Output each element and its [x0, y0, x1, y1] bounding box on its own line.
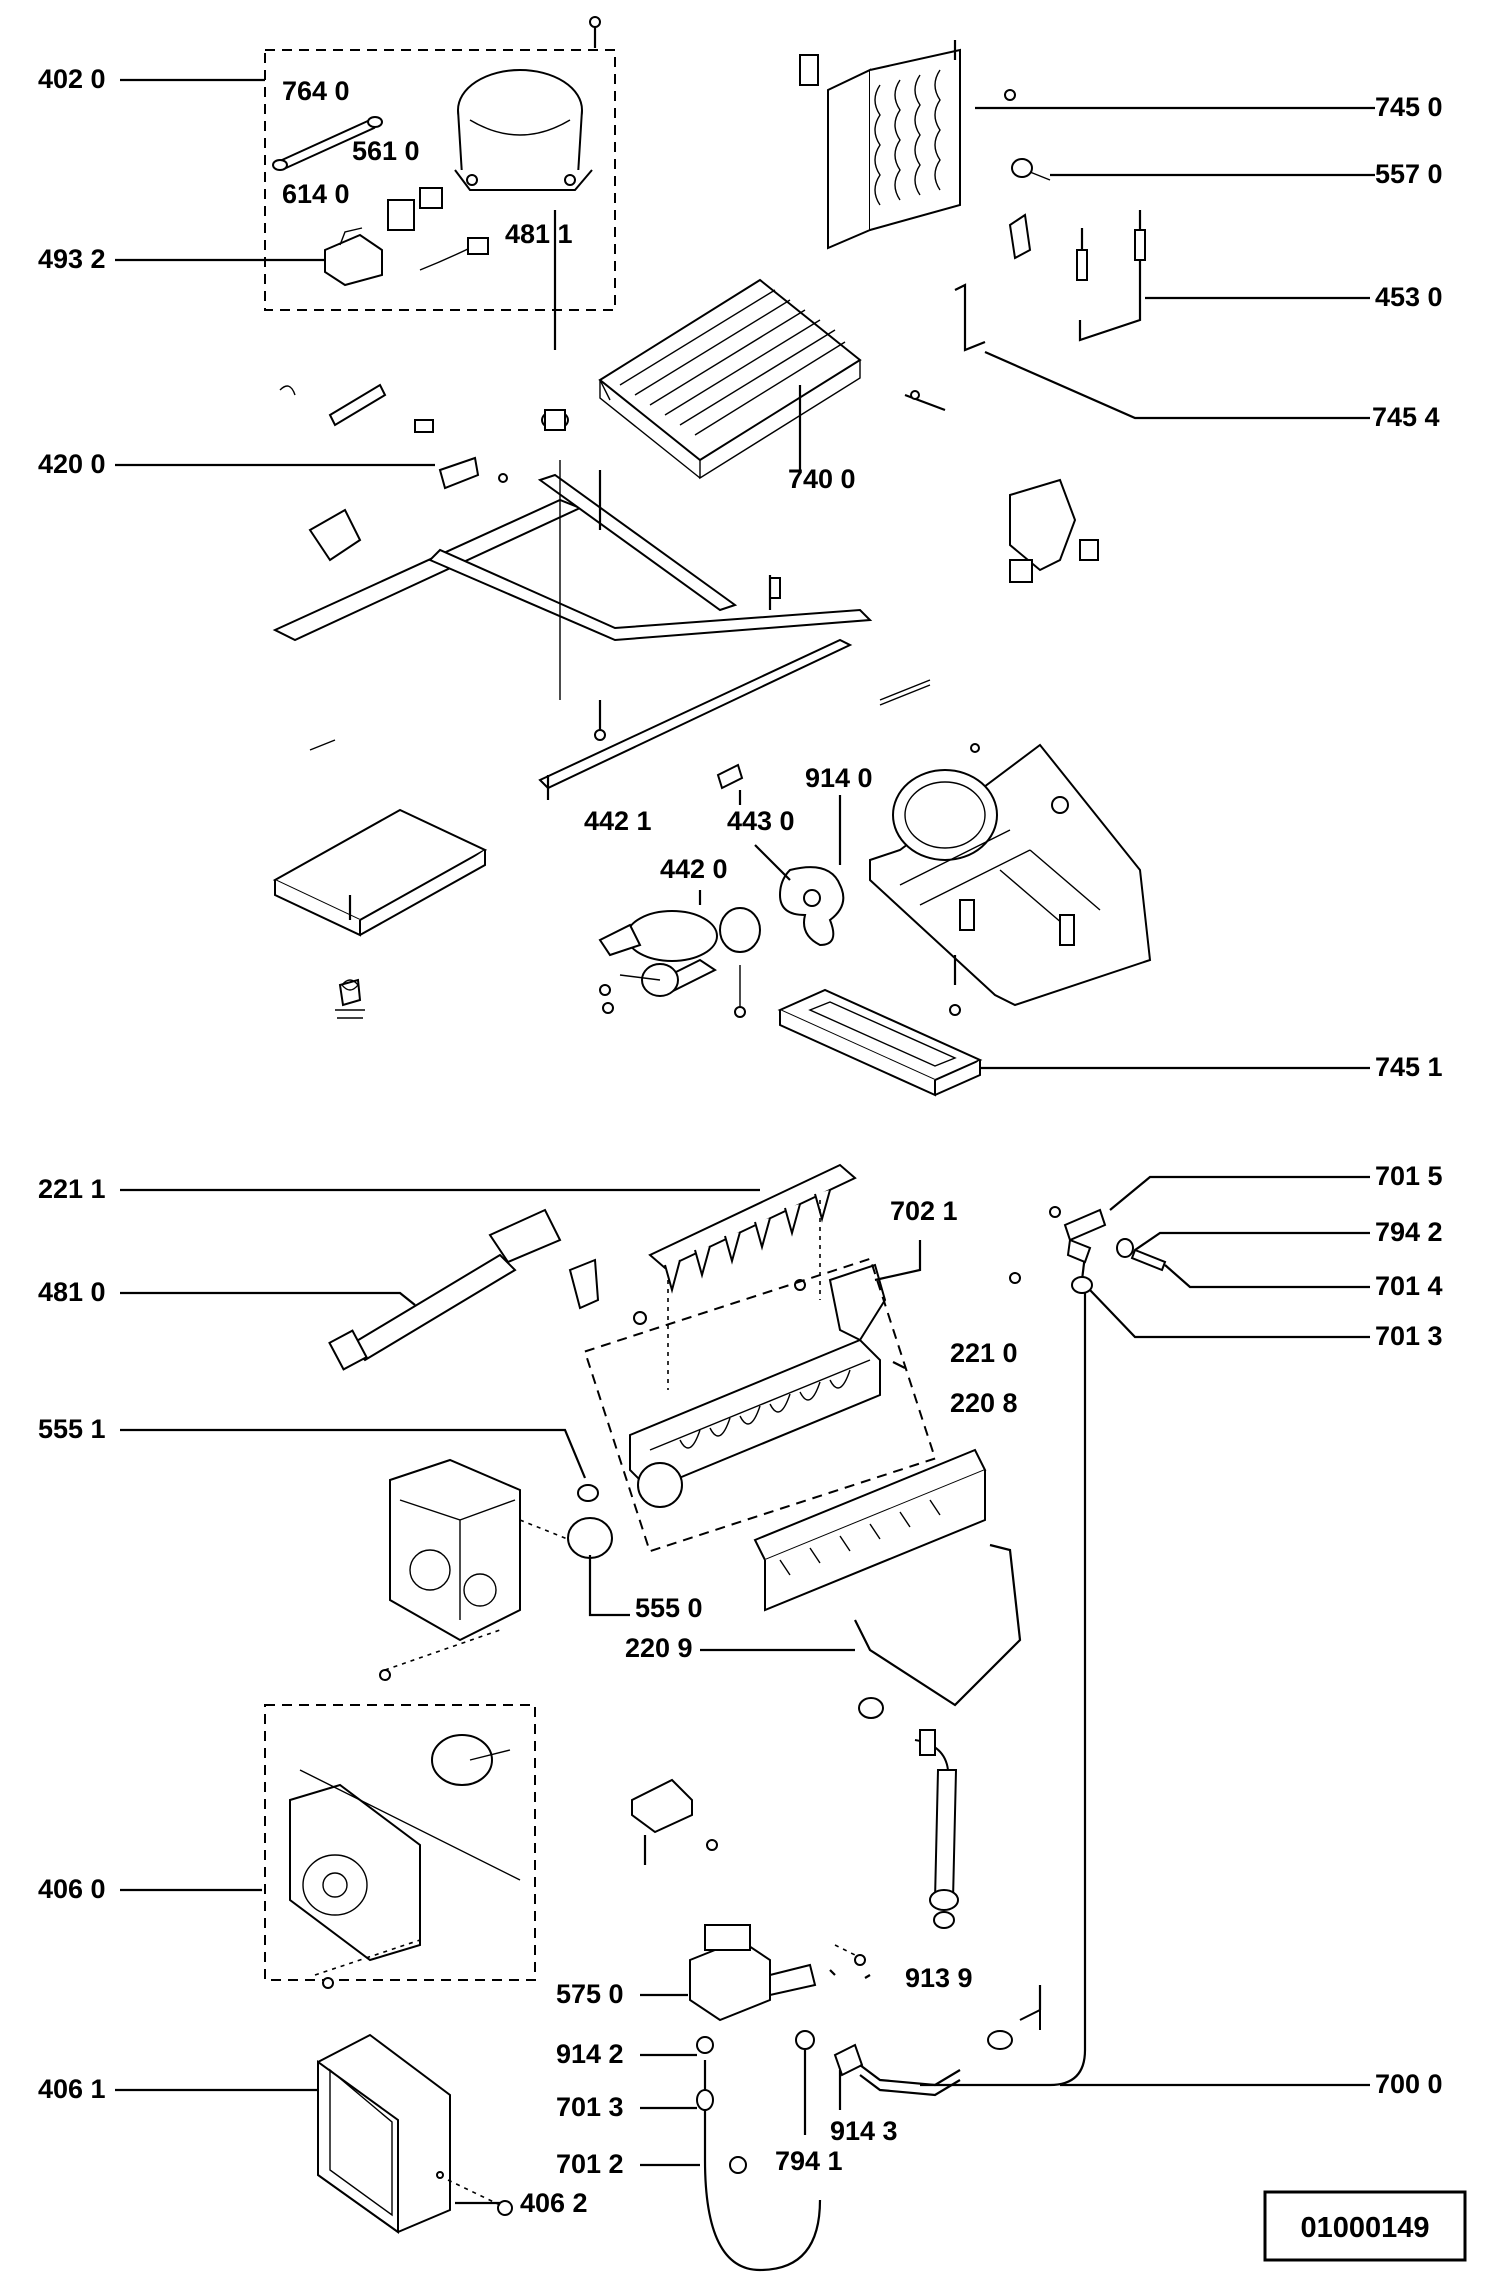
- callout-4061: 406 1: [38, 2074, 106, 2104]
- valve-clip: [631, 1778, 718, 1865]
- module-cover: [317, 2033, 513, 2234]
- callout-4810: 481 0: [38, 1277, 106, 1307]
- callout-2211: 221 1: [38, 1174, 106, 1204]
- callout-9140: 914 0: [805, 763, 873, 793]
- water-valve-assembly: [689, 1206, 1167, 2272]
- callout-7015: 701 5: [1375, 1161, 1443, 1191]
- control-module-box: [264, 1704, 536, 1989]
- compressor-kit: [264, 16, 616, 431]
- callout-4062: 406 2: [520, 2188, 588, 2218]
- evaporator-coil: [598, 278, 862, 480]
- callout-7021: 702 1: [890, 1196, 958, 1226]
- leader-lines: [115, 78, 1375, 2205]
- callout-5551: 555 1: [38, 1414, 106, 1444]
- callout-2208: 220 8: [950, 1388, 1018, 1418]
- callout-9142: 914 2: [556, 2039, 624, 2069]
- callout-4060: 406 0: [38, 1874, 106, 1904]
- ice-maker-assembly: [328, 1163, 1022, 1707]
- callout-2209: 220 9: [625, 1633, 693, 1663]
- callout-7014: 701 4: [1375, 1271, 1443, 1301]
- callout-4200: 420 0: [38, 449, 106, 479]
- callout-labels: 402 0 764 0 561 0 614 0 481 1 493 2 745 …: [38, 64, 1443, 2218]
- callout-4932: 493 2: [38, 244, 106, 274]
- callout-7013a: 701 3: [1375, 1321, 1443, 1351]
- callout-7451: 745 1: [1375, 1052, 1443, 1082]
- callout-5550: 555 0: [635, 1593, 703, 1623]
- callout-5750: 575 0: [556, 1979, 624, 2009]
- callout-9143: 914 3: [830, 2116, 898, 2146]
- callout-7012: 701 2: [556, 2149, 624, 2179]
- callout-4430: 443 0: [727, 806, 795, 836]
- condenser-coil: [799, 40, 1146, 412]
- fan-motor-assembly: [598, 743, 1152, 1018]
- callout-2210: 221 0: [950, 1338, 1018, 1368]
- cover-plate: [272, 808, 488, 1019]
- callout-6140: 614 0: [282, 179, 350, 209]
- callout-7942: 794 2: [1375, 1217, 1443, 1247]
- callout-4020: 402 0: [38, 64, 106, 94]
- callout-4530: 453 0: [1375, 282, 1443, 312]
- callout-9139: 913 9: [905, 1963, 973, 1993]
- diagram-reference-box: 01000149: [1263, 2190, 1467, 2262]
- callout-4811: 481 1: [505, 219, 573, 249]
- callout-7450: 745 0: [1375, 92, 1443, 122]
- callout-7000: 700 0: [1375, 2069, 1443, 2099]
- diagram-reference-number: 01000149: [1300, 2212, 1429, 2244]
- callout-7640: 764 0: [282, 76, 350, 106]
- callout-5610: 561 0: [352, 136, 420, 166]
- callout-7013b: 701 3: [556, 2092, 624, 2122]
- callout-7400: 740 0: [788, 464, 856, 494]
- callout-4420: 442 0: [660, 854, 728, 884]
- callout-5570: 557 0: [1375, 159, 1443, 189]
- base-frame: [272, 383, 1099, 1097]
- callout-4421: 442 1: [584, 806, 652, 836]
- callout-7941: 794 1: [775, 2146, 843, 2176]
- callout-7454: 745 4: [1372, 402, 1440, 432]
